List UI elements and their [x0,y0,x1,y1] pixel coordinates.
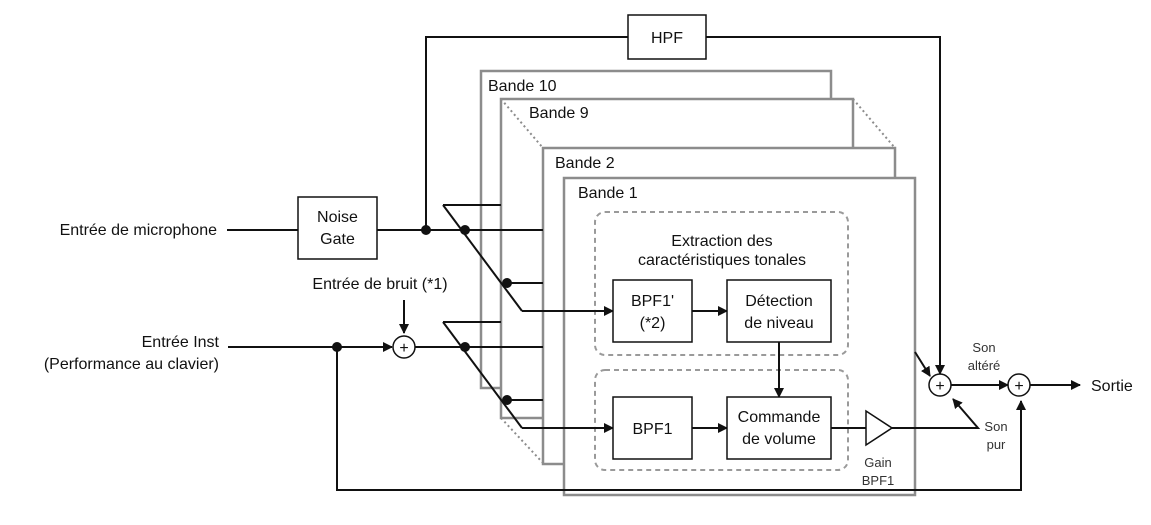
noise-gate-block [297,196,378,260]
inst-input-label-line1: Entrée Inst [142,334,220,351]
output-label: Sortie [1091,378,1133,395]
inst-input-label-line2: (Performance au clavier) [44,356,219,373]
volume-control-label-line1: Commande [738,409,821,426]
altered-adder-symbol: + [935,378,944,395]
mic-junction-hpf [421,225,431,235]
bpf1-prime-block [612,279,693,343]
extraction-title-line1: Extraction des [671,233,772,250]
level-detection-label-line1: Détection [745,293,813,310]
gain-triangle [865,409,894,447]
band-1-label: Bande 1 [578,185,638,202]
hpf-block [627,14,707,60]
bpf1-prime-label-line2: (*2) [640,315,666,332]
extraction-title-line2: caractéristiques tonales [638,252,806,269]
noise-gate-label-line2: Gate [320,231,355,248]
level-detection-label-line2: de niveau [744,315,813,332]
altered-label-line2: altéré [968,358,1001,373]
level-detection-block [726,279,832,343]
extraction-group [594,211,849,356]
altered-label-line1: Son [972,340,995,355]
band-depth-line-top-right [852,98,896,149]
band-sum-wire [914,351,931,377]
volume-group [594,369,849,471]
bpf1-prime-label-line1: BPF1' [631,293,674,310]
gain-label-line1: Gain [864,455,891,470]
noise-input-label: Entrée de bruit (*1) [312,276,447,293]
hpf-to-adder-wire [706,36,945,375]
mic-fan-diagonal-wire [442,204,523,312]
band-depth-line-top-left [500,98,544,149]
output-adder-symbol: + [1014,378,1023,395]
gain-out-wire [892,398,981,429]
noise-gate-label-line1: Noise [317,209,358,226]
bpf1-label: BPF1 [632,421,672,438]
hpf-path-wire [425,36,628,230]
gain-label-line2: BPF1 [862,473,895,488]
carrier-fan-diagonal-wire [442,321,523,429]
pure-label-line2: pur [987,437,1006,452]
mic-input-label: Entrée de microphone [60,222,218,239]
band-10-label: Bande 10 [488,78,557,95]
volume-control-label-line2: de volume [742,431,816,448]
pure-label-line1: Son [984,419,1007,434]
band-2-label: Bande 2 [555,155,615,172]
bpf1-block [612,396,693,460]
band-depth-line-bottom-left [500,417,544,464]
noise-adder-symbol: + [399,340,408,357]
band-9-label: Bande 9 [529,105,589,122]
pure-signal-loop-wire [336,347,1026,491]
hpf-label: HPF [651,30,683,47]
volume-control-block [726,396,832,460]
